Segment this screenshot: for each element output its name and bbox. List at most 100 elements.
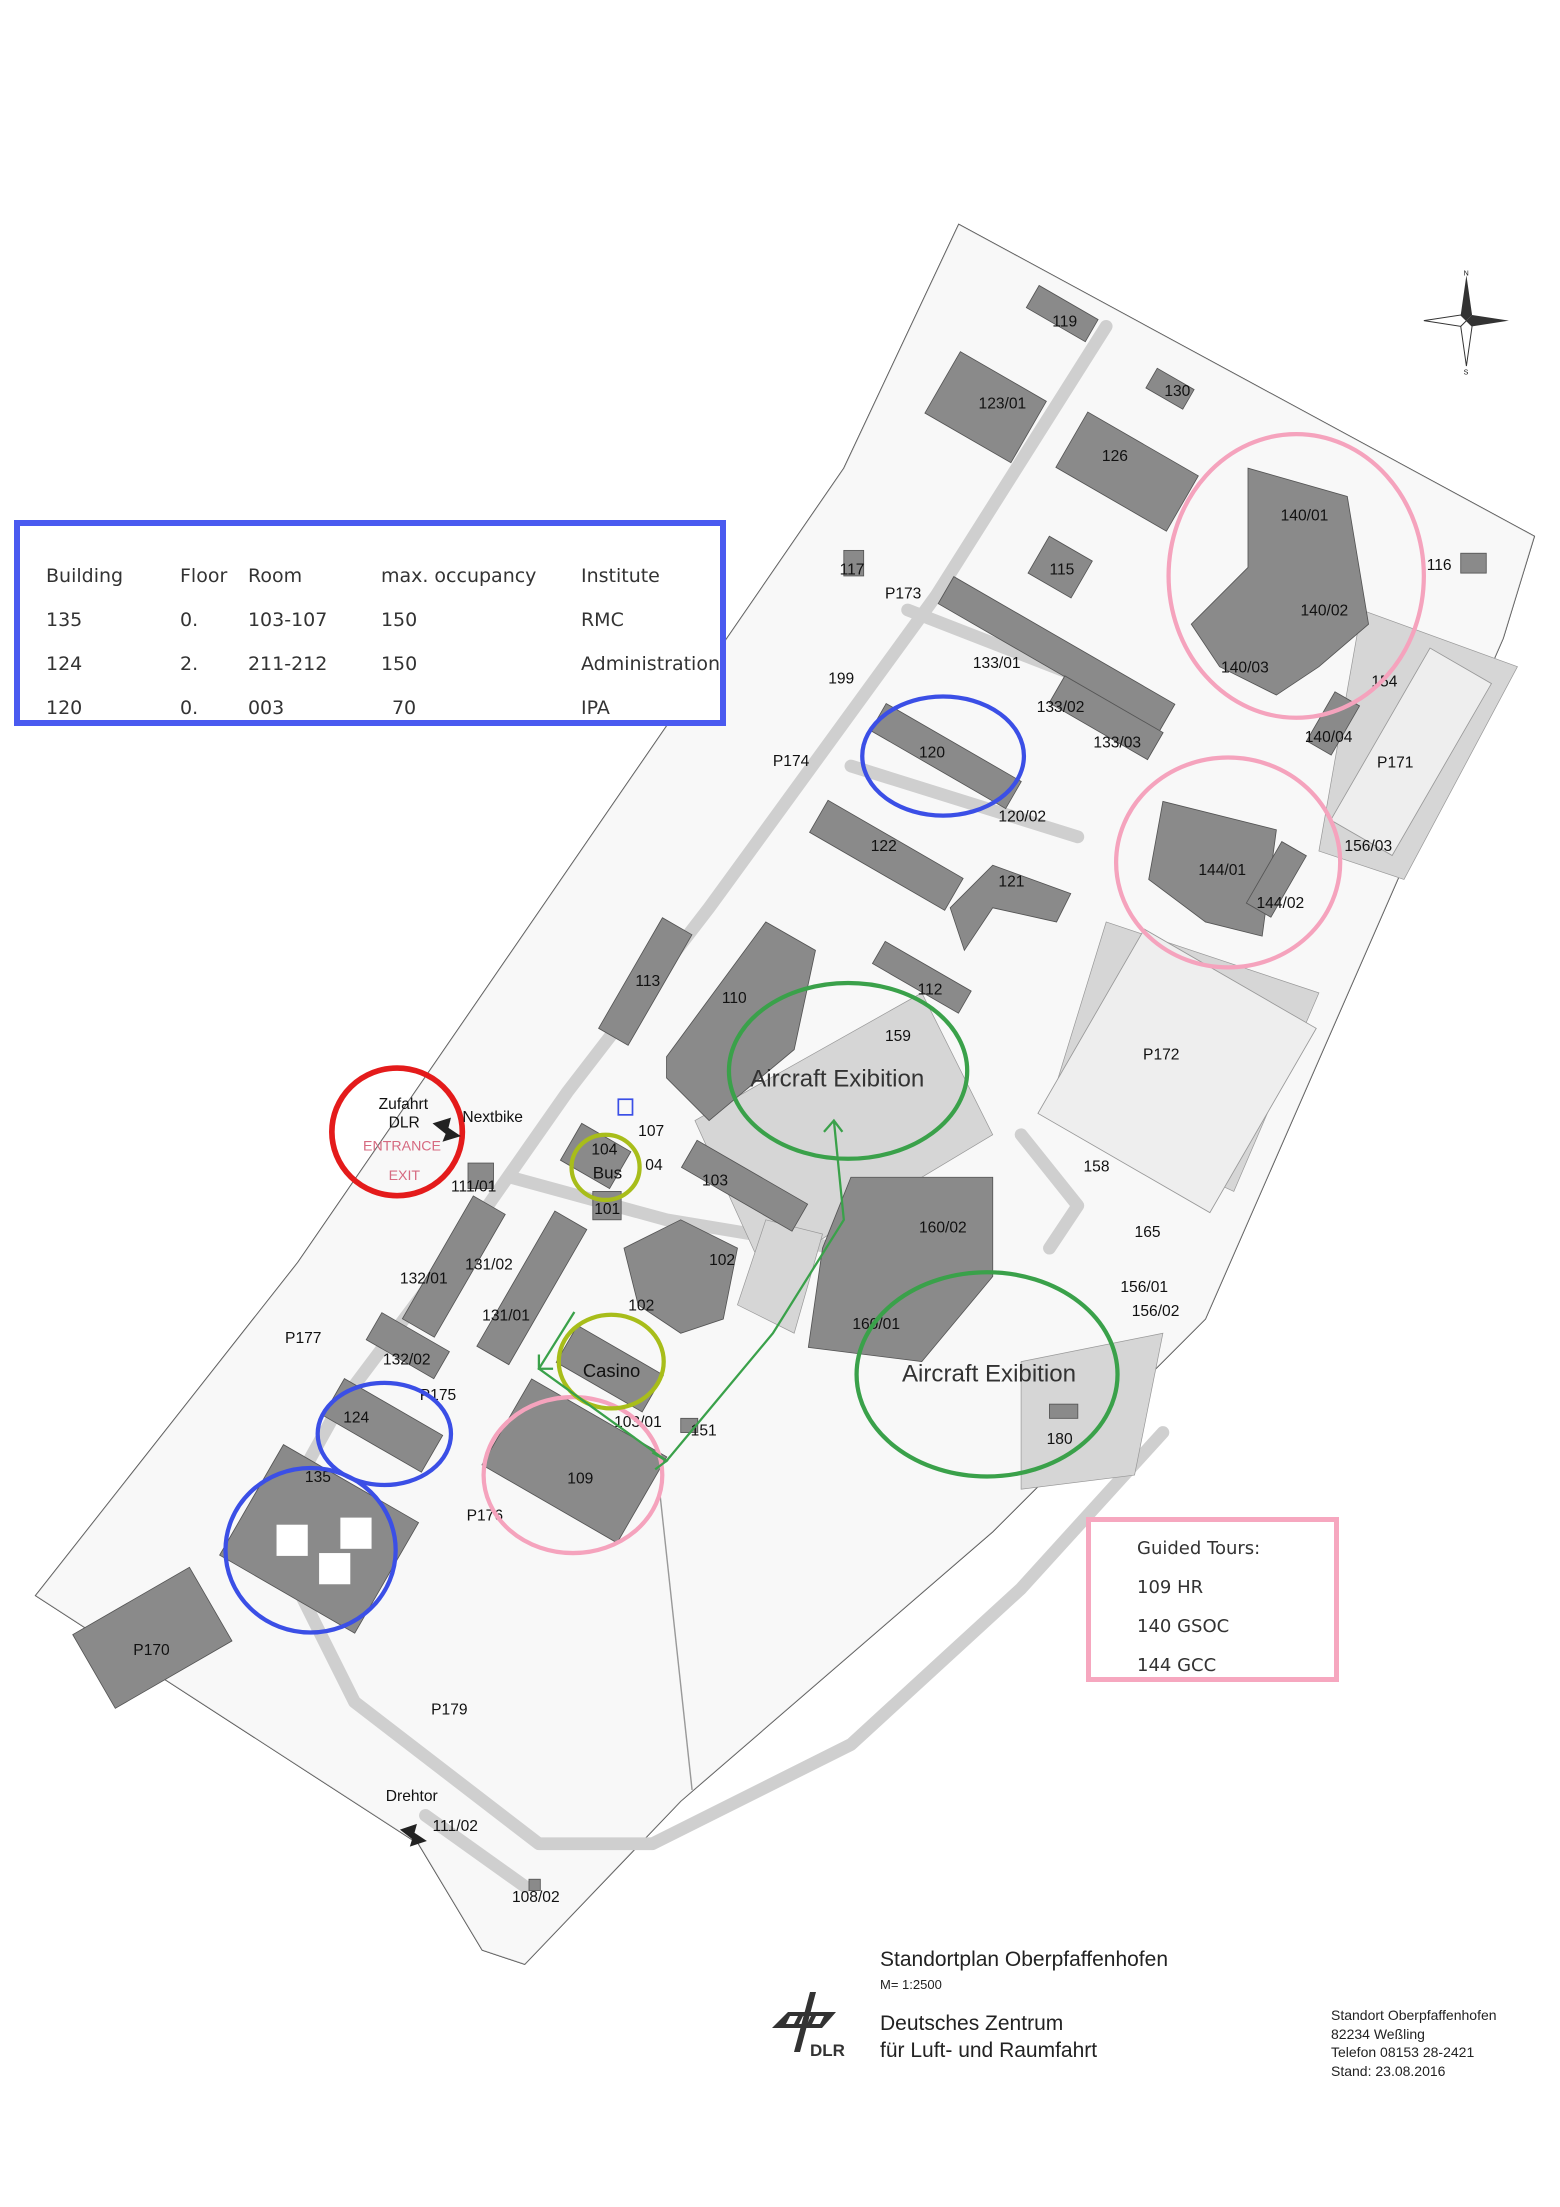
address-line: Stand: 23.08.2016 (1331, 2062, 1446, 2079)
building-label: 132/02 (383, 1351, 431, 1368)
building-label: P179 (431, 1702, 467, 1719)
building-label: 156/03 (1344, 838, 1392, 855)
cell-building: 124 (46, 653, 83, 675)
column-header: max. occupancy (380, 565, 537, 587)
cell-floor: 0. (179, 697, 199, 719)
tour-item: 140 GSOC (1137, 1616, 1230, 1637)
cell-building: 120 (46, 697, 83, 719)
building-label: P170 (133, 1642, 170, 1659)
cell-building: 135 (46, 609, 83, 631)
compass-rose-icon: N S (1423, 269, 1509, 377)
building-label: 120 (919, 744, 945, 761)
building-label: 131/02 (465, 1256, 513, 1273)
event-rooms-table: Building Floor Room max. occupancy Insti… (14, 520, 726, 726)
building-label: 165 (1135, 1224, 1161, 1241)
building-label: 180 (1047, 1431, 1073, 1448)
building-label: 112 (918, 981, 943, 998)
entrance-title: DLR (389, 1115, 420, 1132)
highlights (223, 431, 1426, 1635)
table-header-row: Building Floor Room max. occupancy Insti… (46, 554, 720, 598)
building-label: 133/03 (1093, 735, 1141, 752)
cell-room: 103-107 (247, 609, 328, 631)
building-label: 199 (828, 671, 854, 688)
building-label: 116 (1427, 557, 1452, 574)
building-label: 158 (1083, 1159, 1109, 1176)
highlight-aircraft-1 (726, 980, 970, 1161)
building-label: 133/01 (973, 655, 1021, 672)
address-line: Standort Oberpfaffenhofen (1331, 2007, 1497, 2023)
building-label: 132/01 (400, 1271, 448, 1288)
exit-label: EXIT (389, 1168, 421, 1184)
building-label: 156/02 (1132, 1303, 1180, 1320)
highlight-aircraft-2 (854, 1270, 1120, 1479)
building-label: 108/02 (512, 1889, 560, 1906)
building-label: 131/01 (482, 1307, 530, 1324)
building-label: 160/01 (852, 1316, 900, 1333)
highlight-casino (556, 1312, 666, 1411)
building-label: 101 (594, 1201, 620, 1218)
building-label: 115 (1049, 562, 1074, 579)
building-label: 160/02 (919, 1220, 967, 1237)
map-scale: M= 1:2500 (880, 1977, 942, 1992)
tour-item: 144 GCC (1137, 1655, 1217, 1676)
table-row: 124 2. 211-212 150 Administration (46, 642, 720, 686)
building-label: 140/02 (1300, 603, 1348, 620)
svg-text:N: N (1464, 269, 1469, 277)
highlight-140 (1166, 431, 1426, 720)
casino-label: Casino (583, 1360, 640, 1381)
highlight-entrance (329, 1065, 466, 1199)
column-header: Room (247, 565, 303, 587)
building-label: 04 (645, 1157, 663, 1174)
org-line: für Luft- und Raumfahrt (880, 2039, 1098, 2062)
building-label: P173 (885, 586, 921, 603)
building-label: 126 (1102, 448, 1128, 465)
building-label: 140/03 (1221, 659, 1269, 676)
building-label: 107 (638, 1123, 664, 1140)
column-header: Building (46, 565, 124, 587)
building-label: 122 (871, 838, 897, 855)
highlight-120 (860, 694, 1027, 818)
cell-institute: Administration (580, 653, 720, 675)
building-label: 110 (722, 990, 747, 1007)
tour-item: 109 HR (1137, 1577, 1204, 1598)
building-label: P171 (1377, 754, 1413, 771)
building-label: 111/02 (433, 1818, 478, 1835)
drehtor-label: Drehtor (386, 1788, 438, 1805)
building-label: 111/01 (451, 1178, 496, 1195)
guided-tours-title: Guided Tours: (1137, 1538, 1261, 1559)
column-header: Institute (580, 565, 660, 587)
cell-institute: IPA (580, 697, 610, 719)
building-label: 133/02 (1037, 699, 1085, 716)
highlight-144 (1113, 755, 1343, 970)
cell-floor: 2. (179, 653, 199, 675)
building-label: P177 (285, 1330, 321, 1347)
building-label: 117 (840, 562, 865, 579)
entrance-title: Zufahrt (379, 1096, 429, 1113)
dlr-logo: DLR (772, 1992, 845, 2060)
building-label: 103 (702, 1173, 728, 1190)
table-row: 120 0. 003 70 IPA (46, 686, 720, 730)
aircraft-exhibition-label: Aircraft Exibition (750, 1065, 924, 1092)
building-label: 159 (885, 1028, 911, 1045)
entrance-label: ENTRANCE (363, 1138, 441, 1154)
building-label: 120/02 (998, 808, 1046, 825)
nextbike-label: Nextbike (462, 1109, 523, 1126)
building-label: 102 (709, 1252, 735, 1269)
building-label: 119 (1052, 313, 1077, 330)
cell-institute: RMC (580, 609, 624, 631)
building-label: 144/02 (1257, 895, 1305, 912)
parking-p172 (1037, 647, 1493, 1214)
cell-floor: 0. (179, 609, 199, 631)
svg-text:S: S (1464, 369, 1469, 377)
building-label: 151 (691, 1422, 717, 1439)
cell-occupancy: 70 (391, 697, 417, 719)
building-label: 121 (998, 874, 1024, 891)
building-label: P174 (773, 753, 810, 770)
bus-stop-label: Bus (593, 1164, 622, 1183)
building-label: 109 (567, 1471, 593, 1488)
highlight-124 (315, 1380, 454, 1488)
building-label: P175 (420, 1387, 457, 1404)
cell-occupancy: 150 (380, 609, 418, 631)
building-label: 140/01 (1281, 508, 1329, 525)
